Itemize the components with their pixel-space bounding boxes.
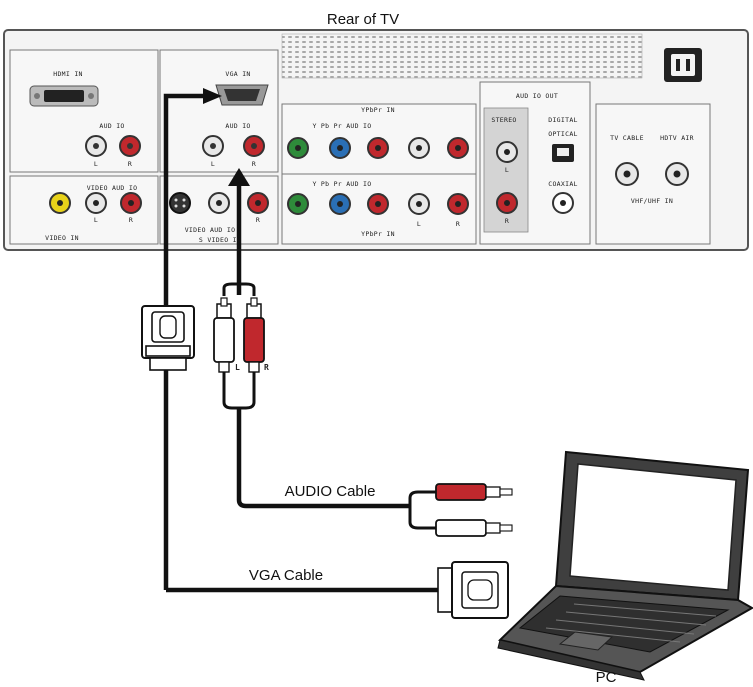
vga-plug-pc-icon [437, 561, 509, 619]
component-in-top-label: YPbPr IN [361, 106, 395, 114]
tv-cable-label: TV CABLE [610, 134, 644, 142]
jack-label-r: R [128, 160, 132, 168]
arrow-icon [228, 168, 250, 186]
laptop-icon [497, 450, 753, 681]
coaxial-jack [552, 192, 574, 214]
tv-rear-panel: HDMI IN AUD IO VGA IN AUD IO YPbPr IN Y … [3, 29, 749, 251]
antenna-jack [665, 162, 689, 186]
jack-label-l: L [94, 160, 98, 168]
vga-cable: VGA Cable [141, 88, 509, 619]
video-in-label: VIDEO IN [45, 234, 79, 242]
rca-jack-red [243, 135, 265, 157]
component-in-bottom-label: YPbPr IN [361, 230, 395, 238]
component-row-bottom-label: Y Pb Pr AUD IO [313, 180, 372, 188]
plug-label-l: L [235, 363, 240, 372]
hdmi-port-icon [29, 85, 99, 107]
audio-cable: L R AUDIO Cable [213, 168, 513, 537]
rca-jack-red [119, 135, 141, 157]
rca-jack-white [85, 192, 107, 214]
rca-plug-red-icon [243, 297, 265, 373]
rca-jack-yellow [49, 192, 71, 214]
audio-out-label: AUD IO OUT [516, 92, 558, 100]
panel-jacks: L R L R L R L R L R [49, 135, 689, 228]
rca-plug-white-icon [213, 297, 235, 373]
hdmi-in-label: HDMI IN [53, 70, 83, 78]
rca-jack-red [247, 192, 269, 214]
jack-label-r: R [505, 217, 509, 225]
vga-in-label: VGA IN [225, 70, 250, 78]
rca-jack-green [287, 137, 309, 159]
rca-plug-red-pc-icon [435, 483, 513, 501]
rca-jack-white [496, 141, 518, 163]
vhf-uhf-in-label: VHF/UHF IN [631, 197, 673, 205]
vga-plug-icon [141, 305, 195, 371]
svideo-jack [169, 192, 191, 214]
video-audio-in-label: VIDEO AUD IO [87, 184, 138, 192]
rca-plug-white-pc-icon [435, 519, 513, 537]
rca-jack-red [120, 192, 142, 214]
jack-label-l: L [211, 160, 215, 168]
svideo-audio-in-label: VIDEO AUD IO [185, 226, 236, 234]
rca-jack-red [367, 193, 389, 215]
rca-jack-red [496, 192, 518, 214]
power-inlet-icon [664, 48, 702, 82]
diagram-title: Rear of TV [327, 11, 399, 28]
rca-jack-blue [329, 193, 351, 215]
rca-jack-white [408, 137, 430, 159]
vga-port-icon [215, 84, 269, 106]
optical-port-icon [552, 144, 574, 162]
plug-label-r: R [264, 363, 269, 372]
optical-label: OPTICAL [548, 130, 578, 138]
jack-label-r: R [252, 160, 256, 168]
rca-jack-white [408, 193, 430, 215]
rca-jack-blue [329, 137, 351, 159]
rca-jack-red [447, 137, 469, 159]
arrow-icon [203, 88, 222, 104]
hdtv-air-label: HDTV AIR [660, 134, 694, 142]
component-row-top-label: Y Pb Pr AUD IO [313, 122, 372, 130]
rca-jack-green [287, 193, 309, 215]
rca-jack-red [447, 193, 469, 215]
svideo-in-label: S VIDEO IN [199, 236, 241, 244]
rca-jack-white [85, 135, 107, 157]
jack-label-l: L [505, 166, 509, 174]
pc-label: PC [596, 669, 617, 686]
hdmi-audio-in-label: AUD IO [99, 122, 124, 130]
jack-label-r: R [256, 216, 260, 224]
rca-jack-red [367, 137, 389, 159]
jack-label-l: L [94, 216, 98, 224]
jack-label-r: R [456, 220, 460, 228]
vga-audio-in-label: AUD IO [225, 122, 250, 130]
audio-cable-label: AUDIO Cable [285, 483, 376, 500]
stereo-label: STEREO [491, 116, 516, 124]
coaxial-label: COAXIAL [548, 180, 578, 188]
jack-label-r: R [129, 216, 133, 224]
vent-grille [281, 33, 643, 79]
rca-jack-white [202, 135, 224, 157]
rca-jack-white [208, 192, 230, 214]
jack-label-l: L [417, 220, 421, 228]
antenna-jack [615, 162, 639, 186]
vga-cable-label: VGA Cable [249, 567, 323, 584]
digital-label: DIGITAL [548, 116, 578, 124]
